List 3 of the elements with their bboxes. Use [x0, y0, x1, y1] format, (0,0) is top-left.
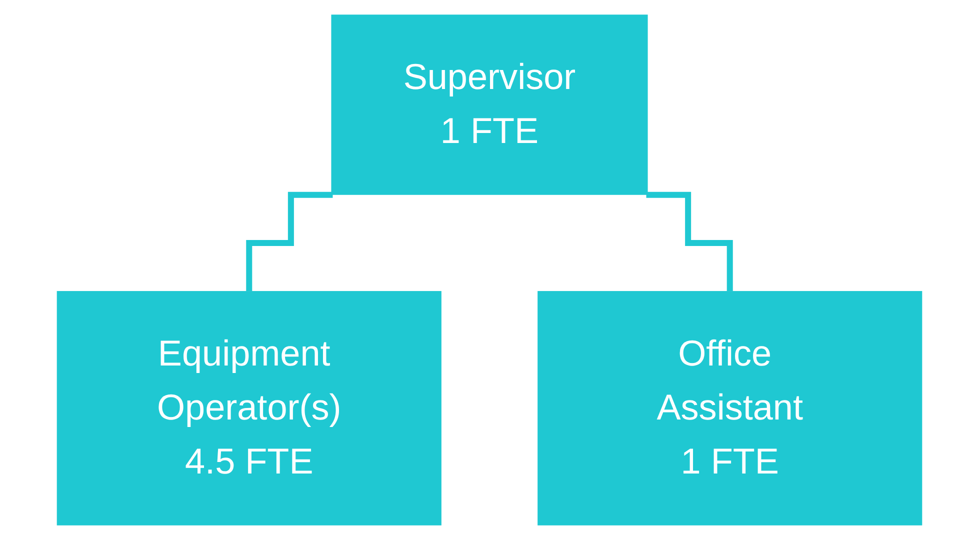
node-box: Office Assistant 1 FTE [538, 291, 922, 526]
node-box: Equipment Operator(s) 4.5 FTE [56, 291, 442, 526]
node-box: Supervisor 1 FTE [331, 14, 648, 195]
